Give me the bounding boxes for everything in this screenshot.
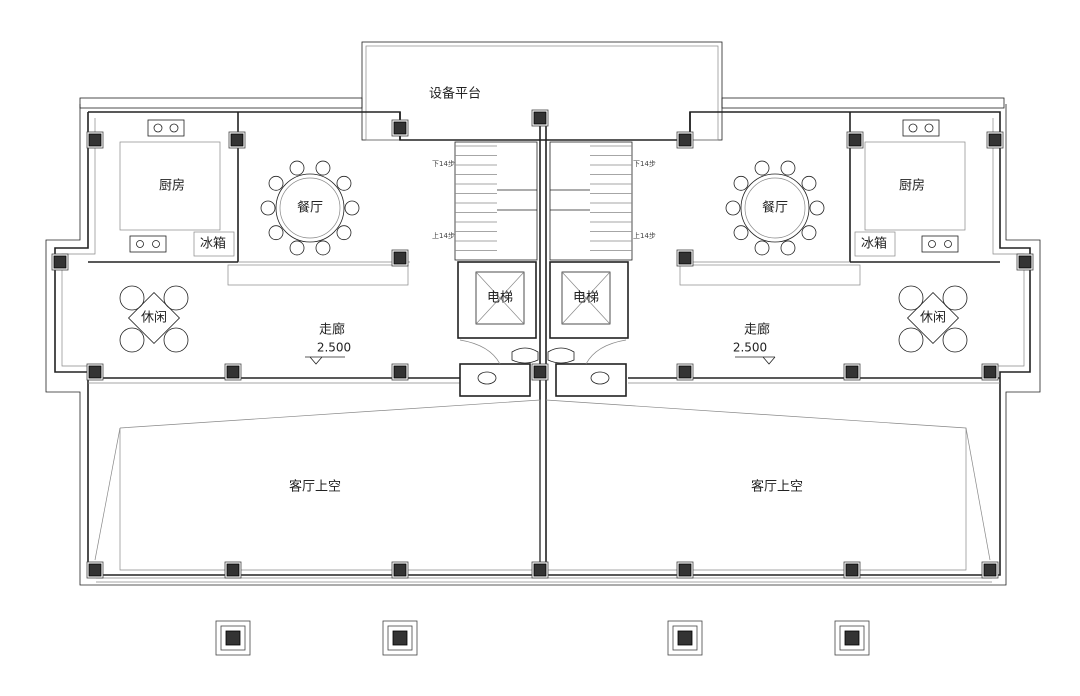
elevation-marker-right (735, 356, 776, 365)
stairwells (454, 141, 633, 261)
pier-core (392, 630, 408, 646)
label-dining-right: 餐厅 (762, 200, 788, 216)
label-elevation-right: 2.500 (733, 341, 767, 355)
column (533, 365, 547, 379)
label-corridor-left: 走廊 (319, 322, 345, 338)
column (988, 133, 1002, 147)
dining-chair (780, 160, 796, 176)
kitchen-fixtures (119, 119, 966, 257)
label-living-void-left: 客厅上空 (289, 479, 341, 495)
dining-table-right (725, 160, 825, 256)
exterior-piers (215, 620, 870, 656)
dining-chair (725, 200, 741, 216)
dining-chair (754, 160, 770, 176)
column (226, 365, 240, 379)
exterior-walls (45, 97, 1041, 586)
column (393, 121, 407, 135)
label-lounge-right: 休闲 (920, 311, 946, 326)
label-kitchen-left: 厨房 (159, 178, 185, 194)
column (393, 251, 407, 265)
lounge-set-left (119, 285, 189, 353)
column (230, 133, 244, 147)
structural-columns (51, 109, 1034, 579)
label-elevator-left: 电梯 (487, 291, 513, 306)
dining-chair (260, 200, 276, 216)
label-kitchen-right: 厨房 (899, 178, 925, 194)
column (678, 563, 692, 577)
dining-chair (289, 240, 305, 256)
column (226, 563, 240, 577)
pier-inner (672, 625, 698, 651)
dining-chair (315, 160, 331, 176)
label-dining-left: 餐厅 (297, 200, 323, 216)
column (845, 365, 859, 379)
label-living-void-right: 客厅上空 (751, 479, 803, 495)
column (393, 563, 407, 577)
interior-walls (88, 112, 1000, 575)
label-fridge-left: 冰箱 (200, 236, 226, 252)
pier-core (677, 630, 693, 646)
label-stair-down-left: 下14步 (432, 160, 455, 168)
dining-table-left (260, 160, 360, 256)
column (845, 563, 859, 577)
washrooms (459, 339, 627, 397)
column (88, 563, 102, 577)
label-stair-up-left: 上14步 (432, 231, 455, 240)
column (678, 251, 692, 265)
column (1018, 255, 1032, 269)
dining-chair (801, 175, 817, 191)
living-void-outlines (94, 399, 991, 571)
pier-core (844, 630, 860, 646)
dining-chair (809, 200, 825, 216)
dining-chair (336, 175, 352, 191)
column (533, 563, 547, 577)
pier-core (225, 630, 241, 646)
dining-chair (801, 225, 817, 241)
dining-chair (344, 200, 360, 216)
column (983, 563, 997, 577)
label-fridge-right: 冰箱 (861, 236, 887, 252)
label-elevation-left: 2.500 (317, 341, 351, 355)
column (533, 111, 547, 125)
label-stair-down-right: 下14步 (633, 160, 656, 168)
column (678, 133, 692, 147)
column (53, 255, 67, 269)
label-elevator-right: 电梯 (573, 291, 599, 306)
lounge-set-right (898, 285, 968, 353)
dining-chair (780, 240, 796, 256)
column (678, 365, 692, 379)
label-stair-up-right: 上14步 (633, 231, 656, 240)
dining-chair (268, 225, 284, 241)
dining-chair (754, 240, 770, 256)
column (393, 365, 407, 379)
dining-chair (268, 175, 284, 191)
column (848, 133, 862, 147)
dining-chair (733, 175, 749, 191)
elevation-marker-left (305, 356, 345, 365)
label-equipment-platform: 设备平台 (429, 86, 481, 102)
column (88, 133, 102, 147)
label-corridor-right: 走廊 (744, 322, 770, 338)
dining-chair (733, 225, 749, 241)
dining-chair (289, 160, 305, 176)
column (983, 365, 997, 379)
dining-chair (315, 240, 331, 256)
dining-chair (336, 225, 352, 241)
column (88, 365, 102, 379)
elevator-shafts (457, 261, 629, 339)
label-lounge-left: 休闲 (141, 311, 167, 326)
